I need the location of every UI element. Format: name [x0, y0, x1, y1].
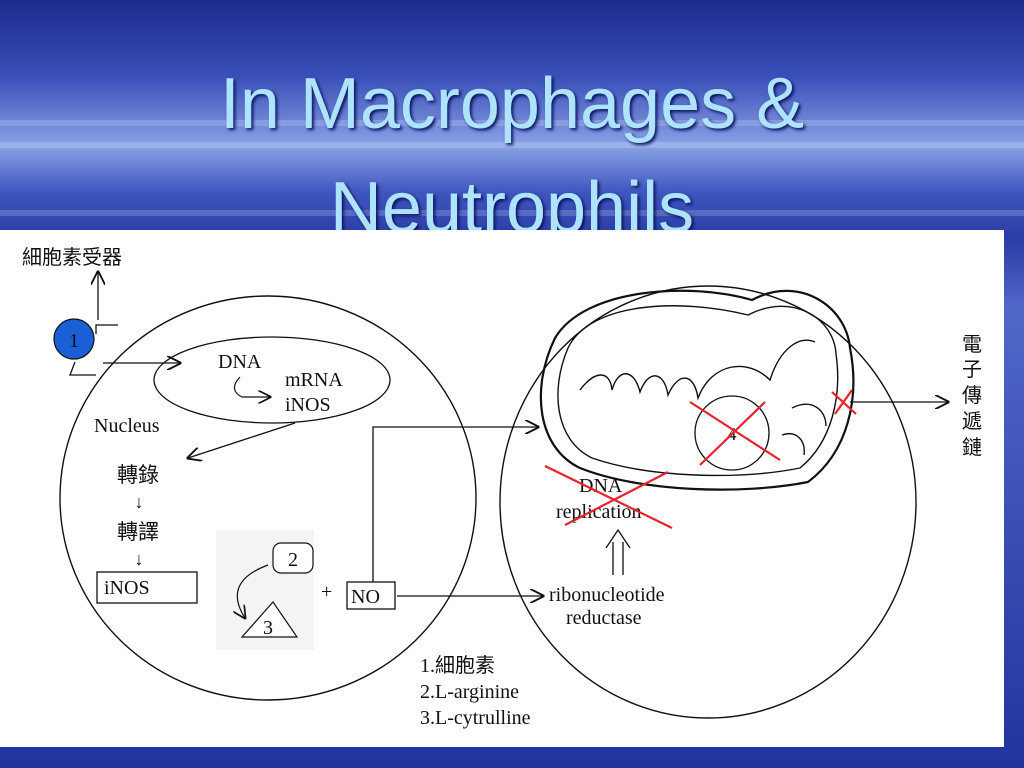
reductase-label: reductase	[566, 607, 642, 629]
plus-sign: +	[321, 581, 332, 603]
citrulline-triangle	[240, 601, 299, 638]
legend-item-3: 3.L-cytrulline	[420, 707, 531, 729]
legend-item-1: 1.細胞素	[420, 654, 495, 677]
cytokine-circle	[53, 318, 95, 360]
macrophage-cell	[59, 295, 477, 701]
ribonucleotide-label: ribonucleotide	[549, 584, 665, 606]
down-arrow-1: ↓	[135, 492, 144, 512]
arginine-number: 2	[288, 549, 298, 571]
no-label: NO	[351, 586, 380, 608]
target-cell	[499, 285, 917, 719]
arginine-box	[272, 542, 314, 574]
dna-replication-line2: replication	[556, 501, 642, 523]
down-arrow-2: ↓	[135, 549, 144, 569]
dna-to-inos-arrow	[233, 376, 270, 397]
translation-label: 轉譯	[117, 520, 159, 544]
nucleus-label: Nucleus	[94, 415, 160, 437]
etc-crossout	[831, 389, 857, 415]
dna-label: DNA	[218, 351, 262, 373]
arginine-to-citrulline-arrow	[237, 564, 269, 618]
inos-nucleus-label: iNOS	[285, 394, 331, 416]
inos-box	[96, 571, 198, 604]
etc-char-1: 電	[962, 334, 982, 356]
etc-char-2: 子	[962, 359, 982, 381]
reductase-double-arrow	[605, 528, 631, 575]
mrna-label: mRNA	[285, 369, 343, 391]
nucleus-out-arrow	[188, 422, 296, 458]
legend-item-2: 2.L-arginine	[420, 681, 519, 703]
citrulline-number: 3	[263, 617, 273, 639]
slide-title: In Macrophages & Neutrophils	[0, 52, 1024, 260]
receptor-label: 細胞素受器	[22, 246, 122, 269]
site-4-crossout	[689, 401, 781, 466]
no-to-mitochondrion-arrow	[372, 427, 538, 582]
dna-replication-crossout	[544, 465, 673, 529]
diagram-panel: 1 細胞素受器 DNA mRNA iNOS Nucleus 轉錄 ↓ 轉譯 ↓ …	[0, 230, 1004, 747]
dna-replication-line1: DNA	[579, 475, 623, 497]
mitochondrion	[539, 289, 855, 491]
site-4-circle	[694, 395, 770, 471]
transcription-label: 轉錄	[117, 463, 159, 487]
nucleus	[153, 336, 391, 424]
cytokine-receptor	[69, 324, 118, 376]
etc-char-5: 鏈	[962, 436, 982, 459]
etc-char-3: 傳	[962, 384, 982, 407]
cytokine-number: 1	[69, 330, 79, 352]
etc-char-4: 遞	[962, 410, 982, 433]
no-box	[346, 581, 396, 610]
inos-box-label: iNOS	[104, 577, 150, 599]
title-line-1: In Macrophages &	[219, 64, 805, 144]
